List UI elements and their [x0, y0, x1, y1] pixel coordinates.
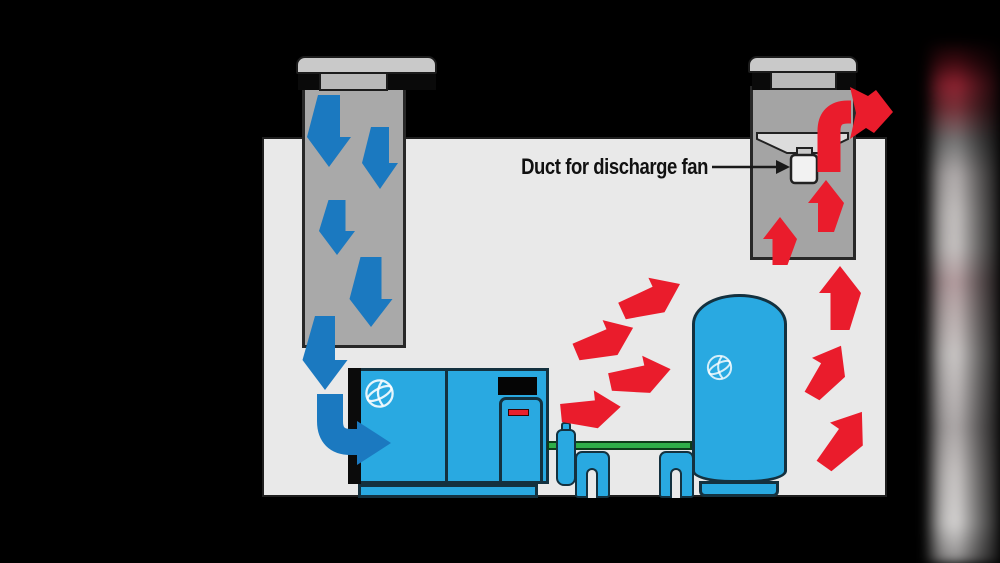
- compressed-air-pipe: [547, 441, 692, 450]
- intake-duct-cap: [296, 56, 437, 74]
- separator-bottle: [556, 429, 576, 486]
- tank-brand-logo-icon: [706, 354, 733, 381]
- air-filter-gap: [670, 468, 682, 498]
- intake-duct: [302, 86, 406, 348]
- compressor-brand-logo-icon: [365, 379, 394, 408]
- compressor-display: [498, 377, 537, 395]
- discharge-duct: [750, 86, 856, 260]
- compressor-button: [508, 409, 529, 416]
- air-filter-unit: [575, 451, 610, 498]
- tank-base: [699, 481, 779, 497]
- hot-air-exit-arrowhead: [850, 87, 893, 139]
- air-receiver-tank: [692, 294, 787, 483]
- compressor-intake-grille: [348, 368, 361, 484]
- air-filter-gap: [586, 468, 598, 498]
- compressor-base: [358, 484, 538, 498]
- compressor-panel-divider: [445, 370, 448, 482]
- discharge-duct-cap: [748, 56, 858, 73]
- letterbox-blur-band: [925, 0, 1000, 563]
- air-filter-unit: [659, 451, 694, 498]
- duct-for-discharge-fan-label: Duct for discharge fan: [521, 154, 708, 179]
